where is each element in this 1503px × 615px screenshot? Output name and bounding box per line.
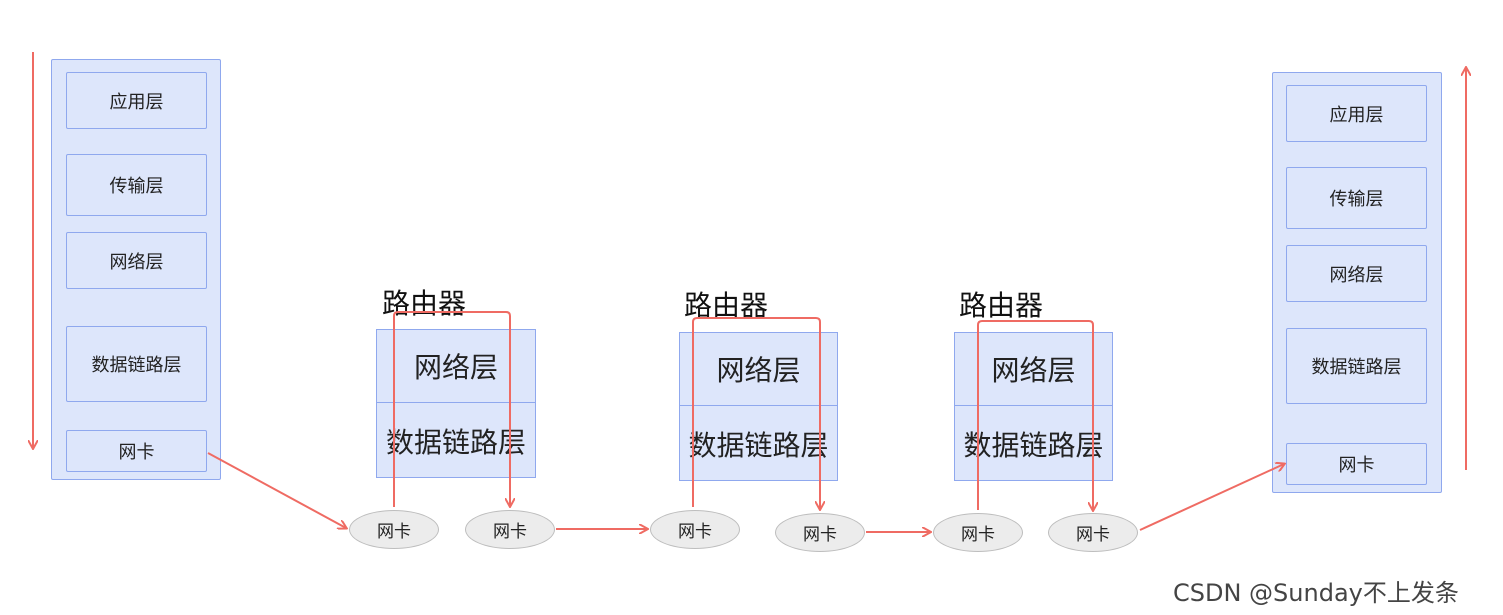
receiver-layer-transport: 传输层 [1286, 167, 1427, 229]
sender-layer-network: 网络层 [66, 232, 207, 289]
router-2-nic-in: 网卡 [650, 510, 740, 549]
router-3-nic-out: 网卡 [1048, 513, 1138, 552]
receiver-layer-application: 应用层 [1286, 85, 1427, 142]
router-2-path [692, 317, 820, 509]
router-2-datalink-layer: 数据链路层 [688, 428, 829, 462]
router-3-network-layer: 网络层 [955, 333, 1112, 406]
receiver-layer-nic: 网卡 [1286, 443, 1427, 485]
router-1-nic-in: 网卡 [349, 510, 439, 549]
router-3-nic-in: 网卡 [933, 513, 1023, 552]
link-sender-router1 [207, 452, 346, 528]
router-1-path [393, 311, 510, 507]
router-2-network-layer: 网络层 [680, 333, 837, 406]
sender-layer-datalink: 数据链路层 [66, 326, 207, 402]
receiver-layer-network: 网络层 [1286, 245, 1427, 302]
sender-layer-transport: 传输层 [66, 154, 207, 216]
router-1-datalink-layer: 数据链路层 [385, 425, 526, 459]
router-2-label: 路由器 [684, 289, 769, 322]
router-3-datalink-layer: 数据链路层 [963, 428, 1104, 462]
receiver-layer-datalink: 数据链路层 [1286, 328, 1427, 404]
watermark: CSDN @Sunday不上发条 [1173, 579, 1459, 607]
router-2-nic-out: 网卡 [775, 513, 865, 552]
router-1-label: 路由器 [382, 287, 467, 320]
router-3-label: 路由器 [959, 289, 1044, 322]
sender-layer-application: 应用层 [66, 72, 207, 129]
link-router3-receiver [1139, 464, 1284, 531]
router-1-nic-out: 网卡 [465, 510, 555, 549]
router-3-path [977, 320, 1093, 510]
router-3-box: 网络层 数据链路层 [954, 332, 1113, 481]
router-2-box: 网络层 数据链路层 [679, 332, 838, 481]
sender-layer-nic: 网卡 [66, 430, 207, 472]
router-1-network-layer: 网络层 [377, 330, 535, 403]
